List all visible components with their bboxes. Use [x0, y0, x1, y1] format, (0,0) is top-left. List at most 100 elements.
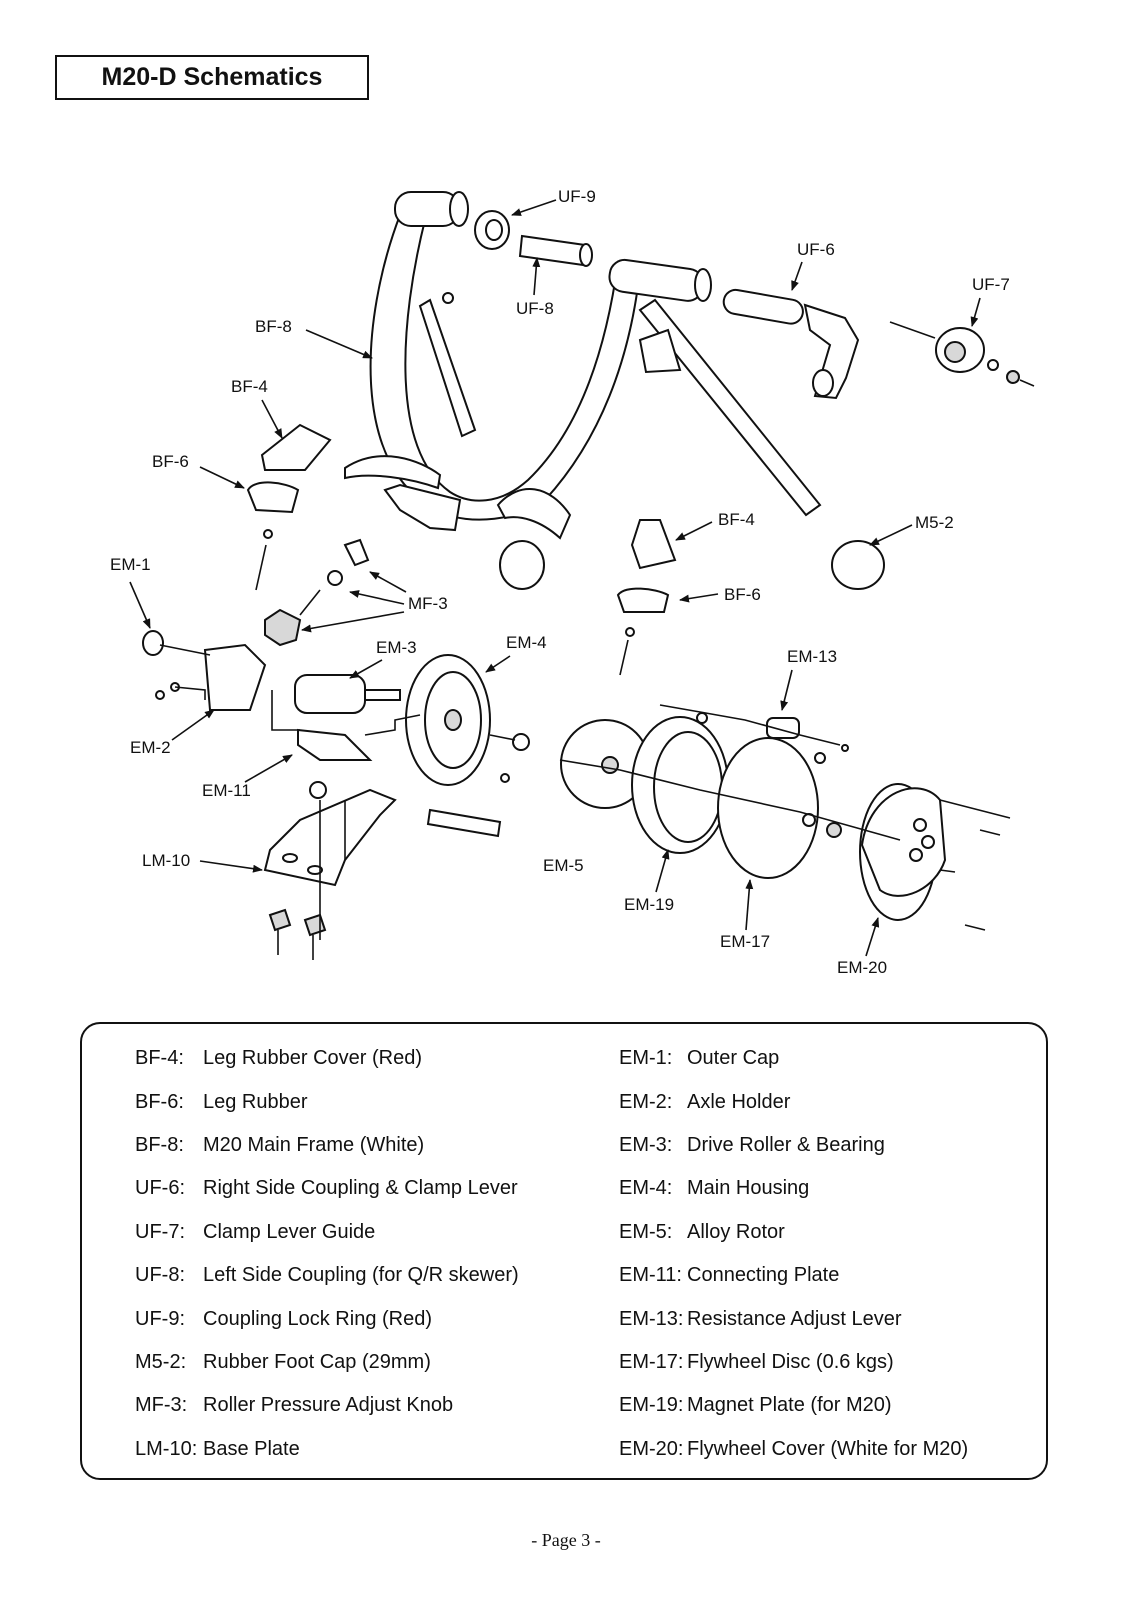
- legend-desc: Flywheel Cover (White for M20): [687, 1437, 969, 1460]
- main-housing-part: [405, 654, 530, 786]
- legend-desc: Alloy Rotor: [687, 1220, 785, 1243]
- drive-roller-part: [294, 674, 401, 714]
- callout-uf7: UF-7: [972, 275, 1010, 294]
- callout-em3: EM-3: [376, 638, 417, 657]
- flywheel-cover-part: [859, 783, 1001, 931]
- flywheel-disc-part: [717, 737, 842, 879]
- callout-uf6: UF-6: [797, 240, 835, 259]
- legend-desc: M20 Main Frame (White): [203, 1133, 425, 1156]
- right-side-coupling-part: [722, 288, 860, 400]
- legend-code: M5-2:: [135, 1350, 187, 1373]
- legend-desc: Leg Rubber Cover (Red): [203, 1047, 422, 1070]
- legend-code: EM-17:: [619, 1350, 684, 1373]
- legend-code: BF-8:: [135, 1133, 184, 1156]
- legend-code: EM-5:: [619, 1220, 673, 1243]
- leg-rubber-cover-left-part: [260, 423, 332, 471]
- callouts: UF-9 UF-6 UF-7 UF-8 BF-8 BF-4 BF-6 BF-4 …: [110, 187, 1010, 977]
- callout-em17: EM-17: [720, 932, 770, 951]
- legend-desc: Drive Roller & Bearing: [687, 1133, 885, 1156]
- legend-item: EM-5: Alloy Rotor: [619, 1211, 968, 1254]
- clamp-lever-guide-part: [889, 321, 1035, 387]
- exploded-parts-diagram: UF-9 UF-6 UF-7 UF-8 BF-8 BF-4 BF-6 BF-4 …: [110, 187, 1035, 977]
- callout-m52: M5-2: [915, 513, 954, 532]
- legend-column-right: EM-1: Outer Cap EM-2: Axle Holder EM-3: Dri…: [619, 1037, 968, 1471]
- callout-em2: EM-2: [130, 738, 171, 757]
- legend-item: LM-10:Base Plate: [135, 1428, 519, 1471]
- legend-desc: Left Side Coupling (for Q/R skewer): [203, 1264, 519, 1287]
- legend-code: EM-3:: [619, 1133, 673, 1156]
- legend-item: EM-11:Connecting Plate: [619, 1254, 968, 1297]
- legend-desc: Flywheel Disc (0.6 kgs): [687, 1350, 894, 1373]
- page-title: M20-D Schematics: [55, 55, 369, 100]
- legend-item: BF-8: M20 Main Frame (White): [135, 1124, 519, 1167]
- axle-holder-part: [155, 643, 267, 711]
- callout-bf4-left: BF-4: [231, 377, 268, 396]
- legend-desc: Connecting Plate: [687, 1264, 840, 1287]
- legend-code: BF-4:: [135, 1047, 184, 1070]
- legend-item: BF-4: Leg Rubber Cover (Red): [135, 1037, 519, 1080]
- parts-legend: BF-4: Leg Rubber Cover (Red) BF-6:Leg Rub…: [80, 1022, 1048, 1480]
- legend-item: EM-4: Main Housing: [619, 1167, 968, 1210]
- legend-desc: Axle Holder: [687, 1090, 791, 1113]
- callout-em5: EM-5: [543, 856, 584, 875]
- legend-desc: Rubber Foot Cap (29mm): [203, 1350, 431, 1373]
- legend-item: EM-3: Drive Roller & Bearing: [619, 1124, 968, 1167]
- legend-code: EM-2:: [619, 1090, 673, 1113]
- legend-code: UF-9:: [135, 1307, 185, 1330]
- rubber-foot-cap-part: [499, 540, 885, 590]
- legend-item: EM-2: Axle Holder: [619, 1080, 968, 1123]
- callout-bf4-right: BF-4: [718, 510, 755, 529]
- roller-pressure-knob-part: [264, 483, 462, 647]
- leg-rubber-cover-right-part: [630, 519, 677, 570]
- callout-em13: EM-13: [787, 647, 837, 666]
- legend-desc: Base Plate: [203, 1437, 300, 1460]
- callout-mf3: MF-3: [408, 594, 448, 613]
- legend-code: EM-4:: [619, 1177, 673, 1200]
- legend-desc: Magnet Plate (for M20): [687, 1394, 892, 1417]
- left-side-coupling-part: [518, 234, 593, 267]
- legend-item: EM-1: Outer Cap: [619, 1037, 968, 1080]
- legend-item: EM-20:Flywheel Cover (White for M20): [619, 1428, 968, 1471]
- legend-item: M5-2: Rubber Foot Cap (29mm): [135, 1341, 519, 1384]
- legend-code: UF-7:: [135, 1220, 185, 1243]
- legend-item: MF-3:Roller Pressure Adjust Knob: [135, 1384, 519, 1427]
- legend-item: UF-7: Clamp Lever Guide: [135, 1211, 519, 1254]
- legend-code: EM-1:: [619, 1047, 673, 1070]
- legend-item: EM-17:Flywheel Disc (0.6 kgs): [619, 1341, 968, 1384]
- callout-uf8: UF-8: [516, 299, 554, 318]
- callout-em11: EM-11: [202, 781, 251, 800]
- legend-desc: Leg Rubber: [203, 1090, 308, 1113]
- legend-item: EM-13:Resistance Adjust Lever: [619, 1297, 968, 1340]
- legend-code: UF-6:: [135, 1177, 185, 1200]
- coupling-lock-ring-part: [474, 210, 510, 250]
- callout-bf6-right: BF-6: [724, 585, 761, 604]
- callout-bf8: BF-8: [255, 317, 292, 336]
- legend-code: LM-10:: [135, 1437, 198, 1460]
- main-frame-part: [344, 191, 822, 540]
- legend-code: EM-13:: [619, 1307, 684, 1330]
- legend-desc: Coupling Lock Ring (Red): [203, 1307, 433, 1330]
- callout-bf6-left: BF-6: [152, 452, 189, 471]
- callout-em19: EM-19: [624, 895, 674, 914]
- legend-item: UF-9: Coupling Lock Ring (Red): [135, 1297, 519, 1340]
- legend-item: UF-6: Right Side Coupling & Clamp Lever: [135, 1167, 519, 1210]
- legend-desc: Outer Cap: [687, 1047, 780, 1070]
- legend-desc: Clamp Lever Guide: [203, 1220, 376, 1243]
- callout-uf9: UF-9: [558, 187, 596, 206]
- callout-em20: EM-20: [837, 958, 887, 977]
- base-plate-part: [263, 788, 502, 960]
- legend-item: EM-19:Magnet Plate (for M20): [619, 1384, 968, 1427]
- callout-em1: EM-1: [110, 555, 151, 574]
- page-number: - Page 3 -: [531, 1530, 601, 1550]
- legend-code: EM-11:: [619, 1264, 682, 1287]
- callout-lm10: LM-10: [142, 851, 190, 870]
- callout-em4: EM-4: [506, 633, 547, 652]
- legend-desc: Main Housing: [687, 1177, 810, 1200]
- legend-desc: Right Side Coupling & Clamp Lever: [203, 1177, 518, 1200]
- outer-cap-part: [142, 630, 164, 656]
- legend-code: EM-20:: [619, 1437, 684, 1460]
- leg-rubber-left-part: [246, 481, 300, 591]
- legend-desc: Resistance Adjust Lever: [687, 1307, 902, 1330]
- legend-column-left: BF-4: Leg Rubber Cover (Red) BF-6:Leg Rub…: [135, 1037, 519, 1471]
- legend-item: BF-6:Leg Rubber: [135, 1080, 519, 1123]
